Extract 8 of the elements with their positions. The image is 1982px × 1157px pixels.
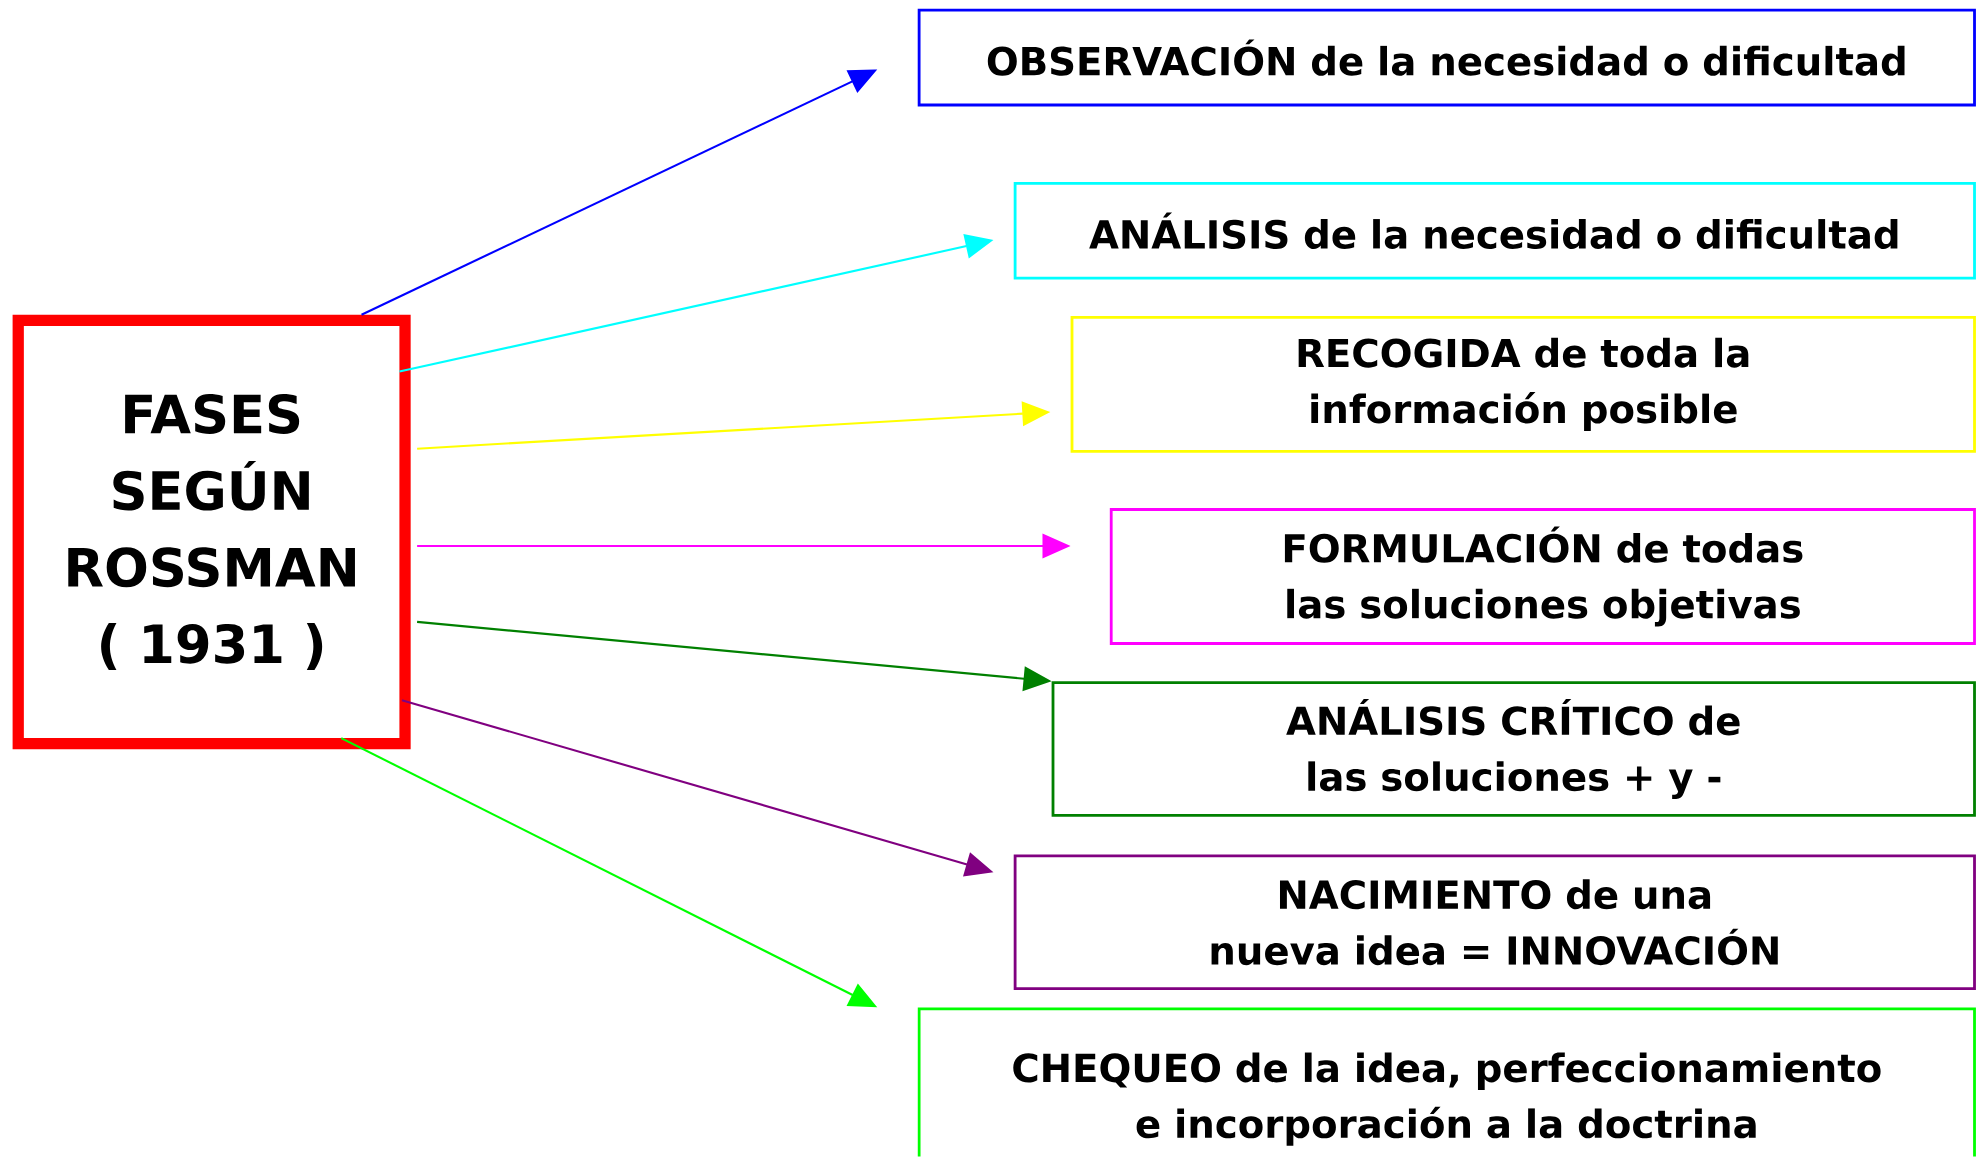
phase-box: CHEQUEO de la idea, perfeccionamiento e incorporación a la doctrina bbox=[917, 1007, 1976, 1157]
phase-box: RECOGIDA de toda la información posible bbox=[1070, 316, 1976, 453]
phase-box: FORMULACIÓN de todas las soluciones objetivas bbox=[1109, 508, 1976, 646]
phase-box: ANÁLISIS CRÍTICO de las soluciones + y - bbox=[1051, 681, 1976, 817]
phase-box: OBSERVACIÓN de la necesidad o dificultad bbox=[917, 9, 1976, 107]
title-box: FASES SEGÚN ROSSMAN ( 1931 ) bbox=[12, 314, 411, 750]
phase-box: NACIMIENTO de una nueva idea = INNOVACIÓN bbox=[1013, 854, 1976, 991]
phase-box: ANÁLISIS de la necesidad o dificultad bbox=[1013, 182, 1976, 280]
